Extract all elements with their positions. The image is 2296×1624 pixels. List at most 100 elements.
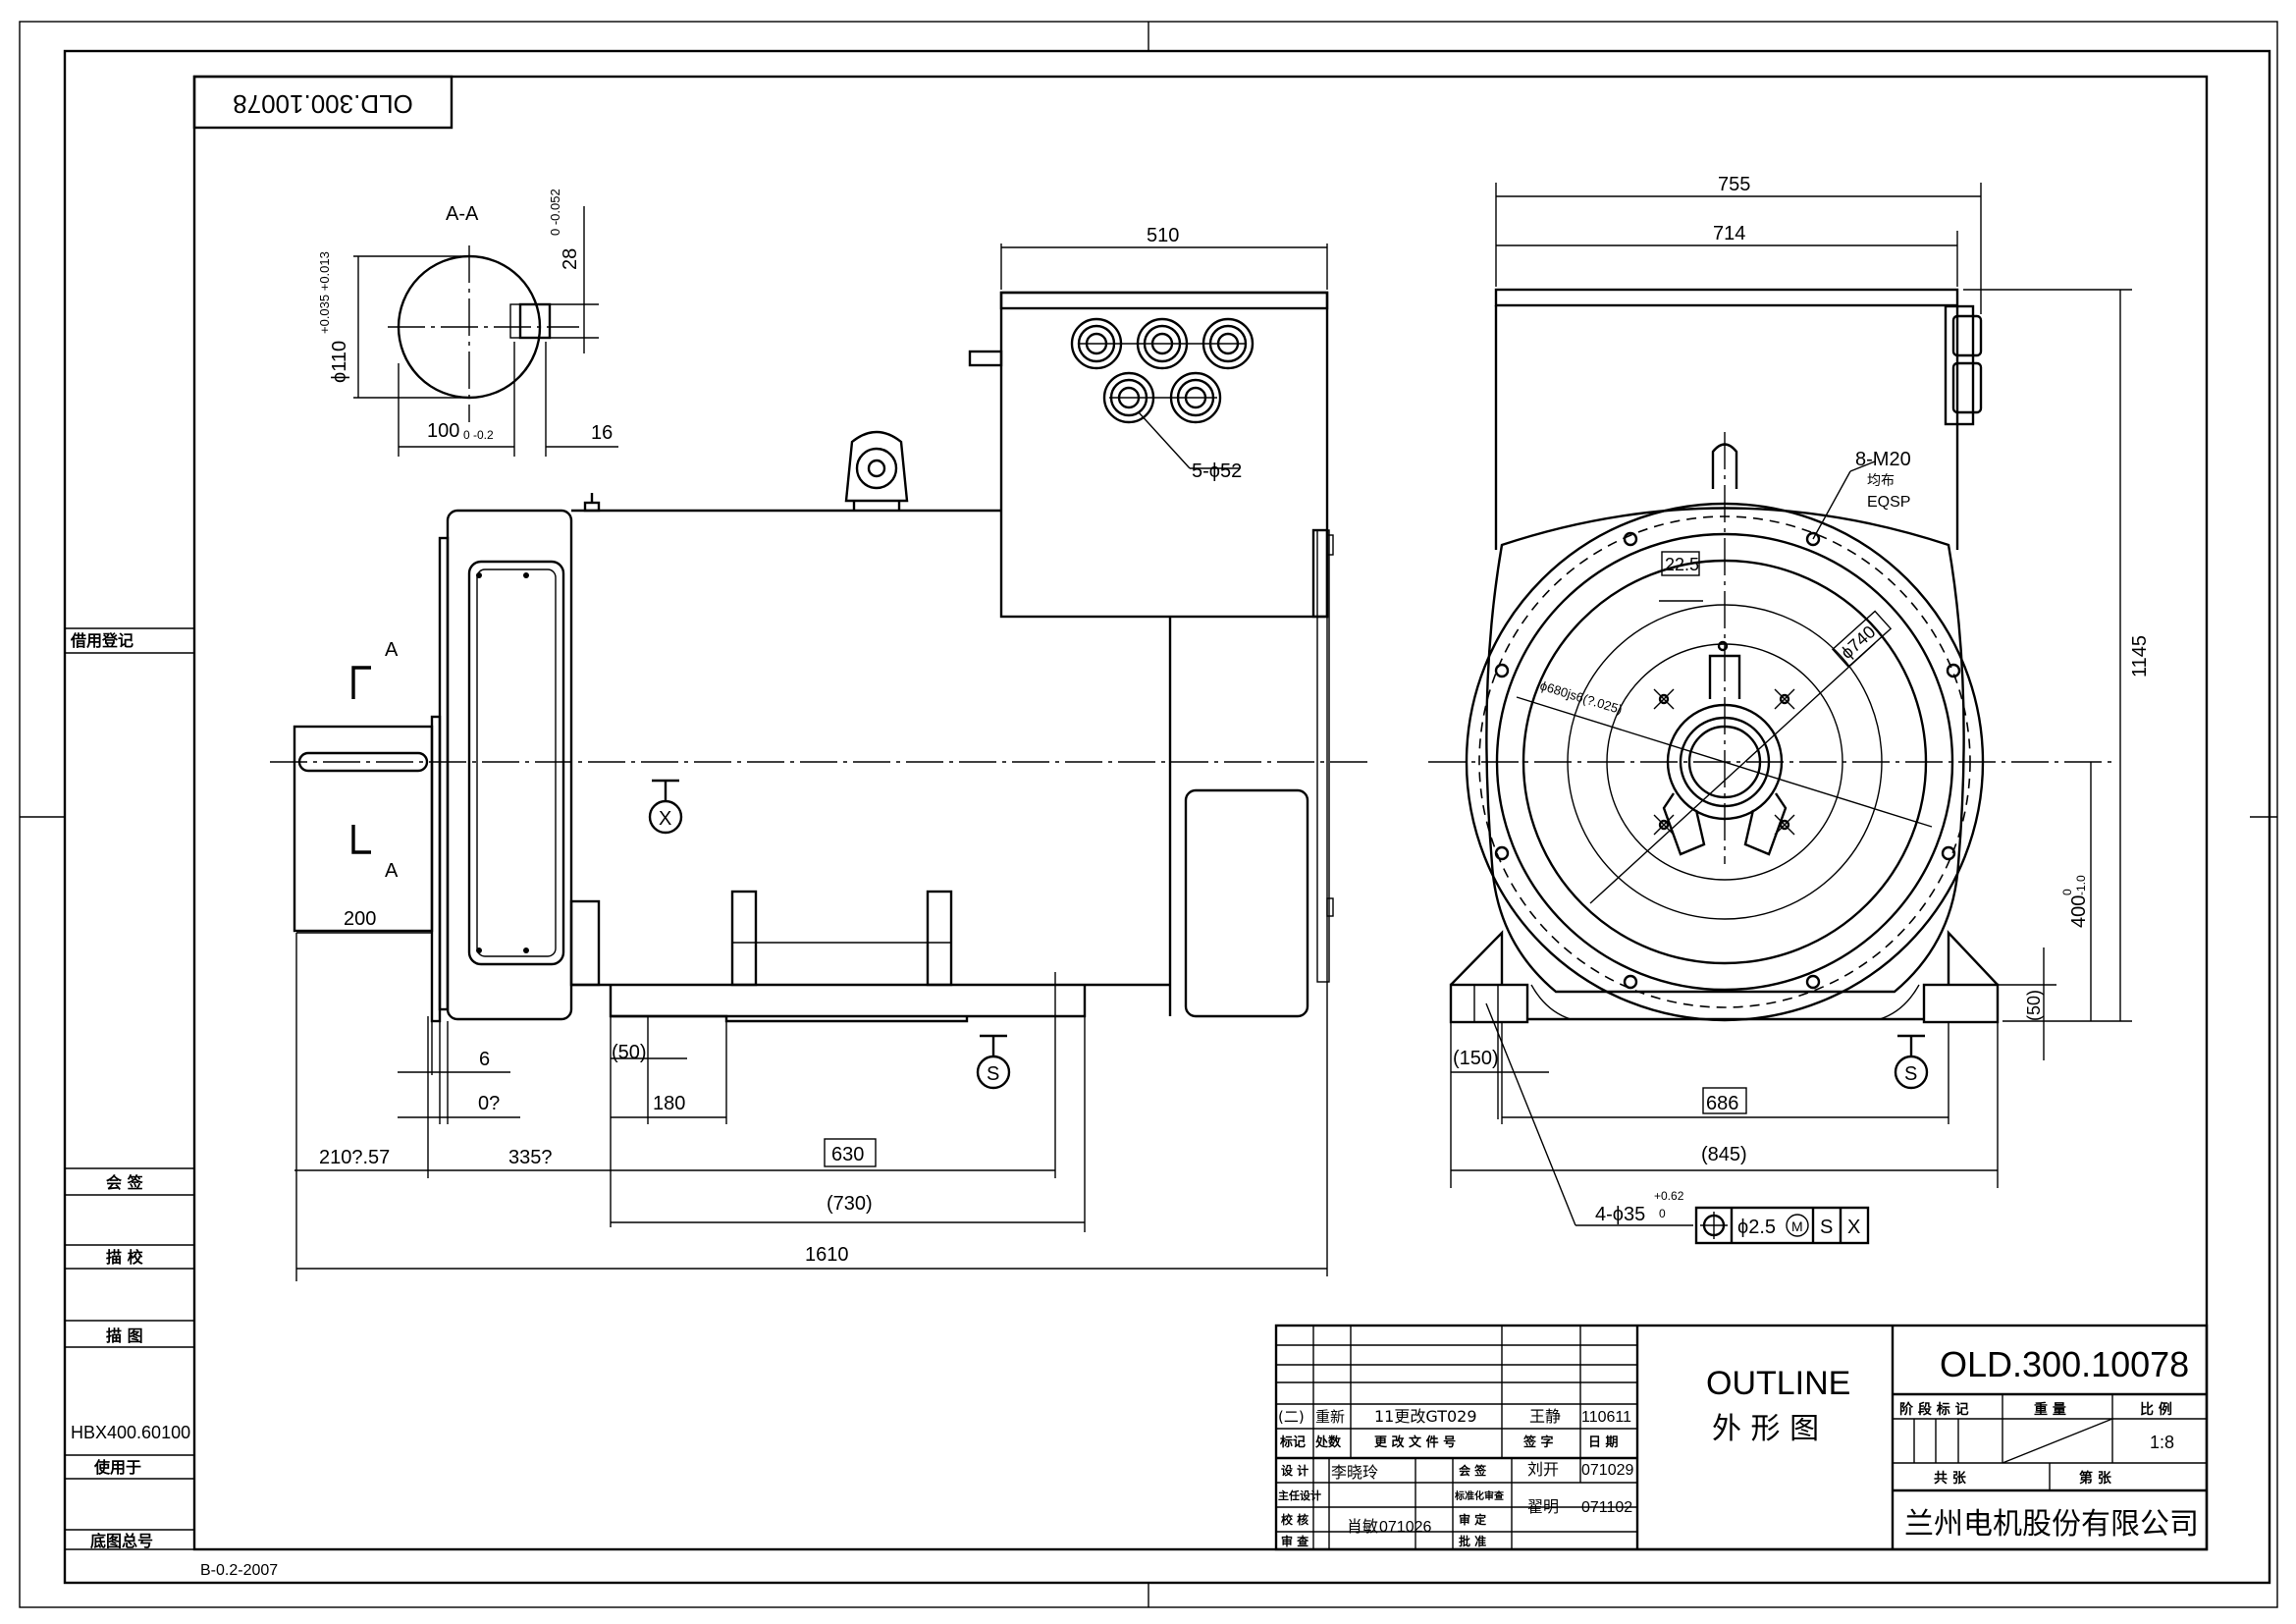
countersign-label: 会 签 <box>106 1173 144 1192</box>
rev-count: 重新 <box>1315 1408 1345 1426</box>
used-on-value: HBX400.60100 <box>71 1423 190 1442</box>
mirrored-number-box: OLD.300.10078 <box>192 75 454 130</box>
bolt-holes <box>1494 531 1961 990</box>
dim-0q: 0? <box>478 1093 500 1114</box>
rev-header-sign: 签 字 <box>1522 1435 1554 1450</box>
sig-co-date: 071029 <box>1581 1462 1633 1479</box>
drawing-number: OLD.300.10078 <box>1940 1344 2189 1384</box>
m20-sub1: 均布 <box>1867 473 1895 489</box>
trace-check-label: 描 校 <box>106 1248 144 1267</box>
shaft-diameter-label: ϕ110 <box>329 341 350 383</box>
rev-date: 110611 <box>1581 1409 1631 1426</box>
datum-x-side: X <box>659 808 671 830</box>
dim-400: 400 <box>2068 895 2090 928</box>
key-16-label: 16 <box>591 422 613 444</box>
dim-1145: 1145 <box>2129 635 2151 677</box>
scale-value: 1:8 <box>2150 1433 2174 1452</box>
m20-sub2: EQSP <box>1867 494 1910 511</box>
dim-755: 755 <box>1718 174 1750 195</box>
tol-position-label: ϕ2.5 <box>1737 1217 1776 1238</box>
dim-50-end: (50) <box>2024 990 2044 1021</box>
title-chinese: 外 形 图 <box>1712 1412 1819 1446</box>
fcf-datum-x: X <box>1847 1217 1860 1238</box>
dim-6: 6 <box>479 1049 490 1070</box>
datum-s-end: S <box>1904 1063 1917 1085</box>
used-on-label: 使用于 <box>93 1458 141 1477</box>
sig-co-name: 刘开 <box>1527 1460 1559 1479</box>
dim-510: 510 <box>1147 225 1179 246</box>
holes-4-label: 4-ϕ35 <box>1595 1204 1645 1225</box>
dim-210: 210?.57 <box>319 1147 390 1168</box>
dim-335: 335? <box>508 1147 553 1168</box>
section-a-a: A-A ϕ110 +0.035 +0.013 28 0 -0.052 100 0… <box>317 189 618 457</box>
end-view: 22.5 ϕ680js6(?.025) ϕ740 8-M20 均布 EQSP S <box>1428 288 2115 1090</box>
dim-630: 630 <box>831 1144 864 1165</box>
section-title: A-A <box>446 203 479 225</box>
base-drawing-no-label: 底图总号 <box>90 1532 153 1550</box>
dim-22-5: 22.5 <box>1665 555 1699 574</box>
end-dimensions: 755 714 1145 400 0 -1.0 (50) (150) 686 (… <box>1450 174 2151 1245</box>
dim-740: ϕ740 <box>1837 622 1879 663</box>
rev-doc: 11更改GT029 <box>1374 1407 1477 1426</box>
sig-design-label: 设 计 <box>1281 1463 1308 1478</box>
key-100-tolerance: 0 -0.2 <box>463 428 494 442</box>
weight-header: 重 量 <box>2034 1401 2066 1418</box>
rev-header-count: 处数 <box>1314 1435 1342 1450</box>
dim-50-side: (50) <box>612 1042 647 1063</box>
datum-s-side: S <box>987 1063 999 1085</box>
sig-check-label: 校 核 <box>1281 1512 1308 1527</box>
sheet-no: 第 张 <box>2079 1470 2112 1487</box>
key-28-label: 28 <box>560 248 581 270</box>
dim-180: 180 <box>653 1093 685 1114</box>
trace-draw-label: 描 图 <box>106 1326 143 1345</box>
side-dimensions: 200 6 0? (50) 180 210?.57 335? 630 (730) <box>294 617 1328 1281</box>
rev-header-date: 日 期 <box>1588 1435 1619 1450</box>
m20-label: 8-M20 <box>1855 449 1911 470</box>
company-name: 兰州电机股份有限公司 <box>1904 1507 2199 1542</box>
scale-header: 比 例 <box>2140 1401 2172 1418</box>
section-a-top: A <box>385 639 399 661</box>
dim-400-tol-up: 0 <box>2060 889 2074 895</box>
sig-co-label: 会 签 <box>1459 1463 1487 1478</box>
side-view: 5-ϕ52 510 X S A A <box>270 225 1369 1090</box>
sig-chief-label: 主任设计 <box>1278 1489 1321 1502</box>
sig-design-name: 李晓玲 <box>1331 1463 1378 1482</box>
key-28-tolerance: 0 -0.052 <box>548 189 562 236</box>
rev-header-doc: 更 改 文 件 号 <box>1374 1435 1456 1450</box>
sig-audit-label: 审 查 <box>1281 1534 1309 1548</box>
usage-register-label: 借用登记 <box>70 631 133 650</box>
sig-check-name: 肖敏 <box>1347 1517 1378 1536</box>
sig-std-name: 翟明 <box>1527 1497 1559 1516</box>
dim-730: (730) <box>827 1193 873 1215</box>
rev-signer: 王静 <box>1529 1407 1561 1426</box>
section-a-bottom: A <box>385 860 399 882</box>
dim-845: (845) <box>1701 1144 1747 1165</box>
rev-mark: (二) <box>1278 1408 1305 1426</box>
rev-header-mark: 标记 <box>1279 1435 1306 1450</box>
left-strip: 借用登记 会 签 描 校 描 图 HBX400.60100 使用于 底图总号 <box>65 627 194 1550</box>
terminal-holes-label: 5-ϕ52 <box>1192 460 1242 482</box>
dim-686: 686 <box>1706 1093 1738 1114</box>
sig-approve-label: 批 准 <box>1459 1534 1486 1548</box>
sig-std-label: 标准化审查 <box>1454 1489 1505 1502</box>
title-block: (二) 重新 11更改GT029 王静 110611 标记 处数 更 改 文 件… <box>1274 1324 2209 1551</box>
sheet-border <box>19 21 2278 1608</box>
sig-check-date: 071026 <box>1379 1519 1431 1536</box>
sig-review-label: 审 定 <box>1459 1512 1486 1527</box>
holes-4-tol-lo: 0 <box>1659 1207 1666 1220</box>
shaft-tolerance-label: +0.035 +0.013 <box>317 251 332 334</box>
dim-400-tol-lo: -1.0 <box>2074 875 2088 895</box>
dim-714: 714 <box>1713 223 1745 244</box>
dim-1610: 1610 <box>805 1244 849 1266</box>
sheet-total: 共 张 <box>1934 1470 1967 1487</box>
standard-ref: B-0.2-2007 <box>200 1562 278 1579</box>
title-english: OUTLINE <box>1706 1365 1850 1402</box>
cable-glands <box>1070 317 1255 424</box>
mirrored-drawing-number: OLD.300.10078 <box>233 89 413 119</box>
stage-mark-header: 阶 段 标 记 <box>1899 1401 1969 1418</box>
inner-bolt-marks <box>1653 640 1795 836</box>
fcf-datum-s: S <box>1820 1217 1833 1238</box>
sig-std-date: 071102 <box>1581 1499 1632 1516</box>
